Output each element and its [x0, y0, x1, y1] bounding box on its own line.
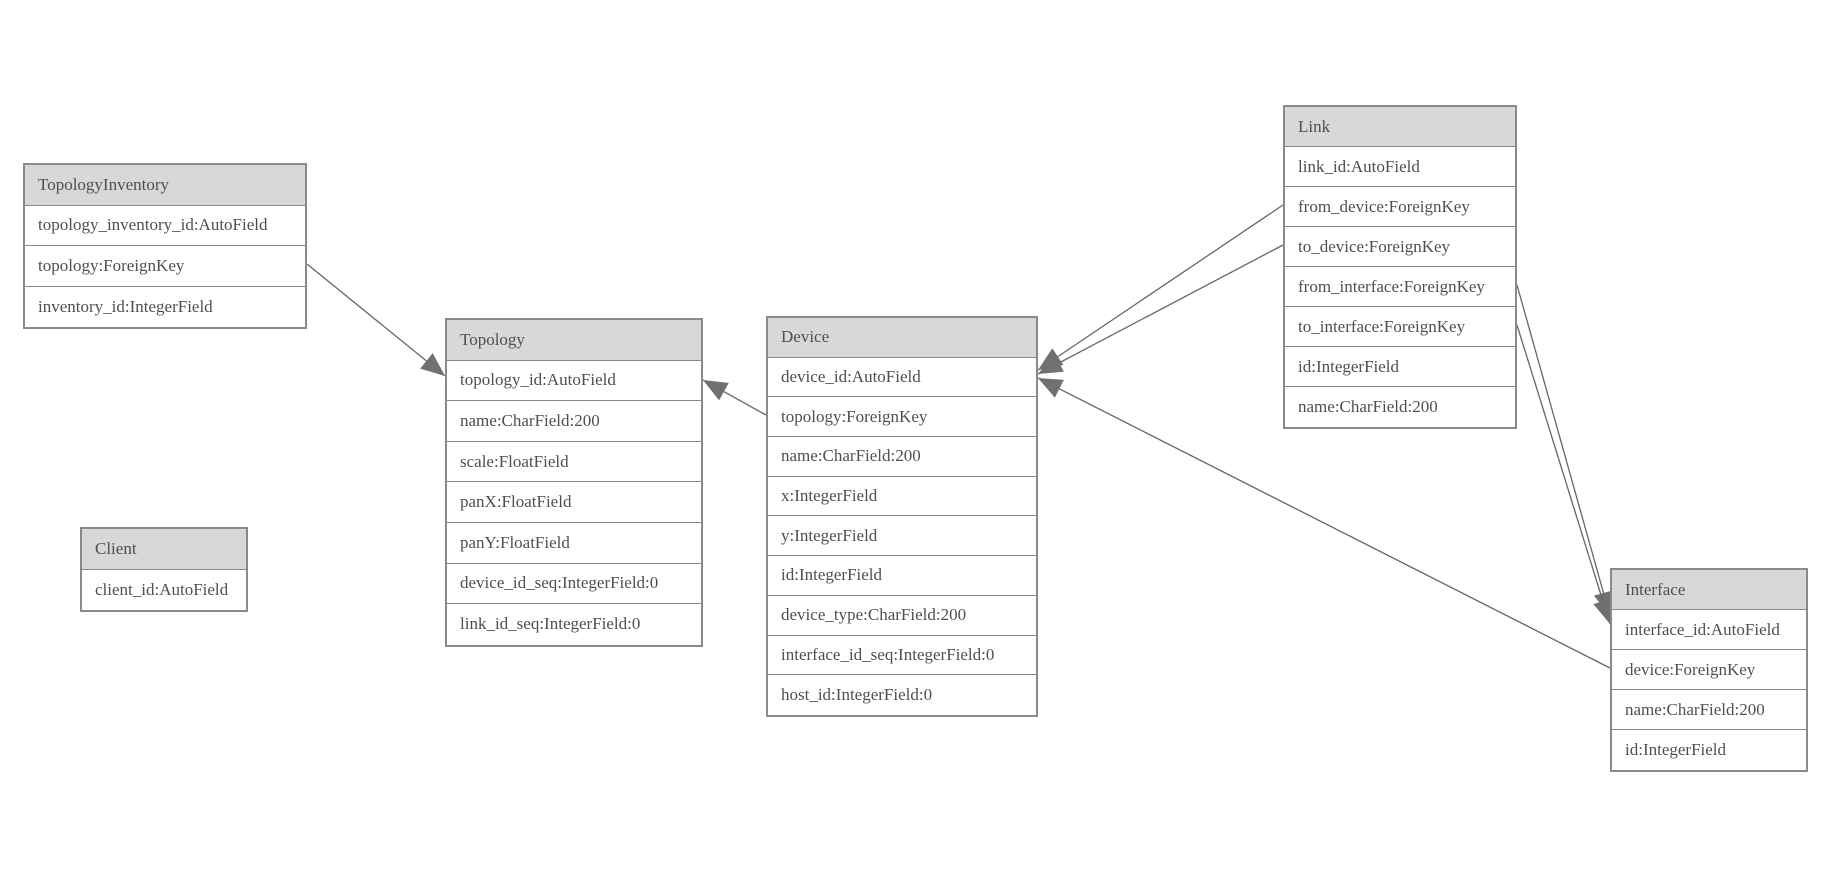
entity-topologyinventory-field-inventory_id: inventory_id:IntegerField: [25, 286, 305, 327]
entity-link-field-from_interface: from_interface:ForeignKey: [1285, 267, 1515, 307]
entity-client-field-client_id: client_id:AutoField: [82, 569, 246, 610]
entity-topologyinventory-field-topology: topology:ForeignKey: [25, 246, 305, 287]
entity-client-title: Client: [82, 529, 246, 570]
entity-device-field-interface_id_seq: interface_id_seq:IntegerField:0: [768, 635, 1036, 676]
edge-device-topology: [702, 379, 767, 416]
entity-topology-field-link_id_seq: link_id_seq:IntegerField:0: [447, 604, 701, 645]
edge-link-to_device-device: [1037, 244, 1284, 375]
entity-interface-field-interface_id: interface_id:AutoField: [1612, 610, 1806, 650]
entity-link-field-name: name:CharField:200: [1285, 387, 1515, 427]
entity-link-field-link_id: link_id:AutoField: [1285, 147, 1515, 187]
entity-interface-title: Interface: [1612, 570, 1806, 610]
entity-device-field-id: id:IntegerField: [768, 556, 1036, 596]
entity-link-field-id: id:IntegerField: [1285, 347, 1515, 387]
entity-device-field-name: name:CharField:200: [768, 437, 1036, 477]
entity-topologyinventory-title: TopologyInventory: [25, 165, 305, 206]
entity-topology-field-name: name:CharField:200: [447, 401, 701, 442]
entity-device-title: Device: [768, 318, 1036, 358]
entity-link-title: Link: [1285, 107, 1515, 147]
entity-topology-field-panX: panX:FloatField: [447, 482, 701, 523]
entity-topology-field-panY: panY:FloatField: [447, 522, 701, 564]
entity-topology-title: Topology: [447, 320, 701, 361]
entity-device-field-x: x:IntegerField: [768, 476, 1036, 517]
edge-link-from_interface-interface: [1516, 284, 1614, 617]
entity-interface-field-id: id:IntegerField: [1612, 730, 1806, 770]
entity-device-field-topology: topology:ForeignKey: [768, 397, 1036, 438]
entity-device-field-host_id: host_id:IntegerField:0: [768, 675, 1036, 715]
entity-device-field-device_id: device_id:AutoField: [768, 357, 1036, 398]
entity-link-field-to_device: to_device:ForeignKey: [1285, 227, 1515, 267]
edge-link-from_device-device: [1037, 204, 1284, 371]
entity-interface-field-device: device:ForeignKey: [1612, 650, 1806, 690]
entity-device-field-y: y:IntegerField: [768, 516, 1036, 557]
entity-topologyinventory-field-topology_inventory_id: topology_inventory_id:AutoField: [25, 205, 305, 246]
edge-interface-device: [1037, 377, 1611, 669]
entity-interface-field-name: name:CharField:200: [1612, 690, 1806, 730]
entity-link-field-from_device: from_device:ForeignKey: [1285, 187, 1515, 227]
entity-topology-field-device_id_seq: device_id_seq:IntegerField:0: [447, 563, 701, 605]
entity-topology-field-scale: scale:FloatField: [447, 441, 701, 483]
entity-device-field-device_type: device_type:CharField:200: [768, 595, 1036, 636]
entity-topology-field-topology_id: topology_id:AutoField: [447, 360, 701, 402]
entity-link-field-to_interface: to_interface:ForeignKey: [1285, 307, 1515, 347]
edge-topologyinventory-topology: [306, 263, 446, 377]
edge-link-to_interface-interface: [1516, 324, 1613, 625]
